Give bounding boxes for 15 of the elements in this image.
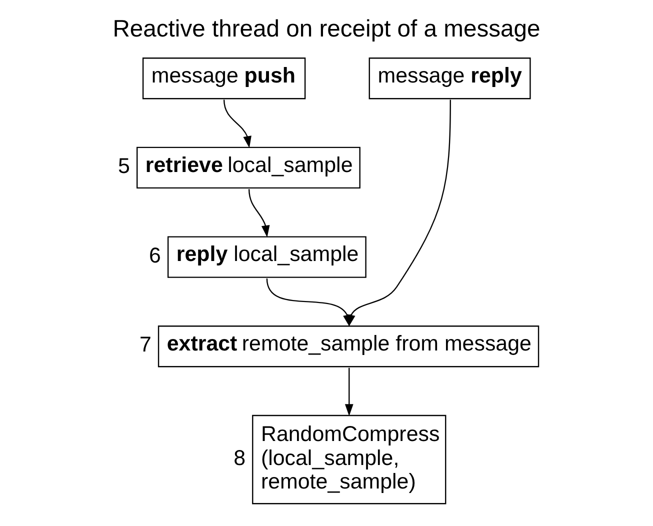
node-label: 8: [234, 446, 246, 470]
arrow: [223, 100, 252, 148]
node-box: extract remote_sample from message: [158, 326, 540, 368]
node-box: message reply: [368, 58, 531, 100]
node-box: RandomCompress (local_sample, remote_sample): [252, 414, 446, 504]
node-box: retrieve local_sample: [136, 146, 360, 189]
node-label: 7: [139, 332, 152, 357]
node-box: message push: [142, 58, 306, 100]
node-box: reply local_sample: [167, 236, 366, 278]
arrow: [344, 368, 354, 416]
node-label: 5: [118, 154, 130, 178]
arrow: [266, 278, 352, 327]
diagram-title: Reactive thread on receipt of a message: [112, 16, 540, 43]
arrow: [248, 189, 270, 238]
node-label: 6: [149, 243, 161, 268]
